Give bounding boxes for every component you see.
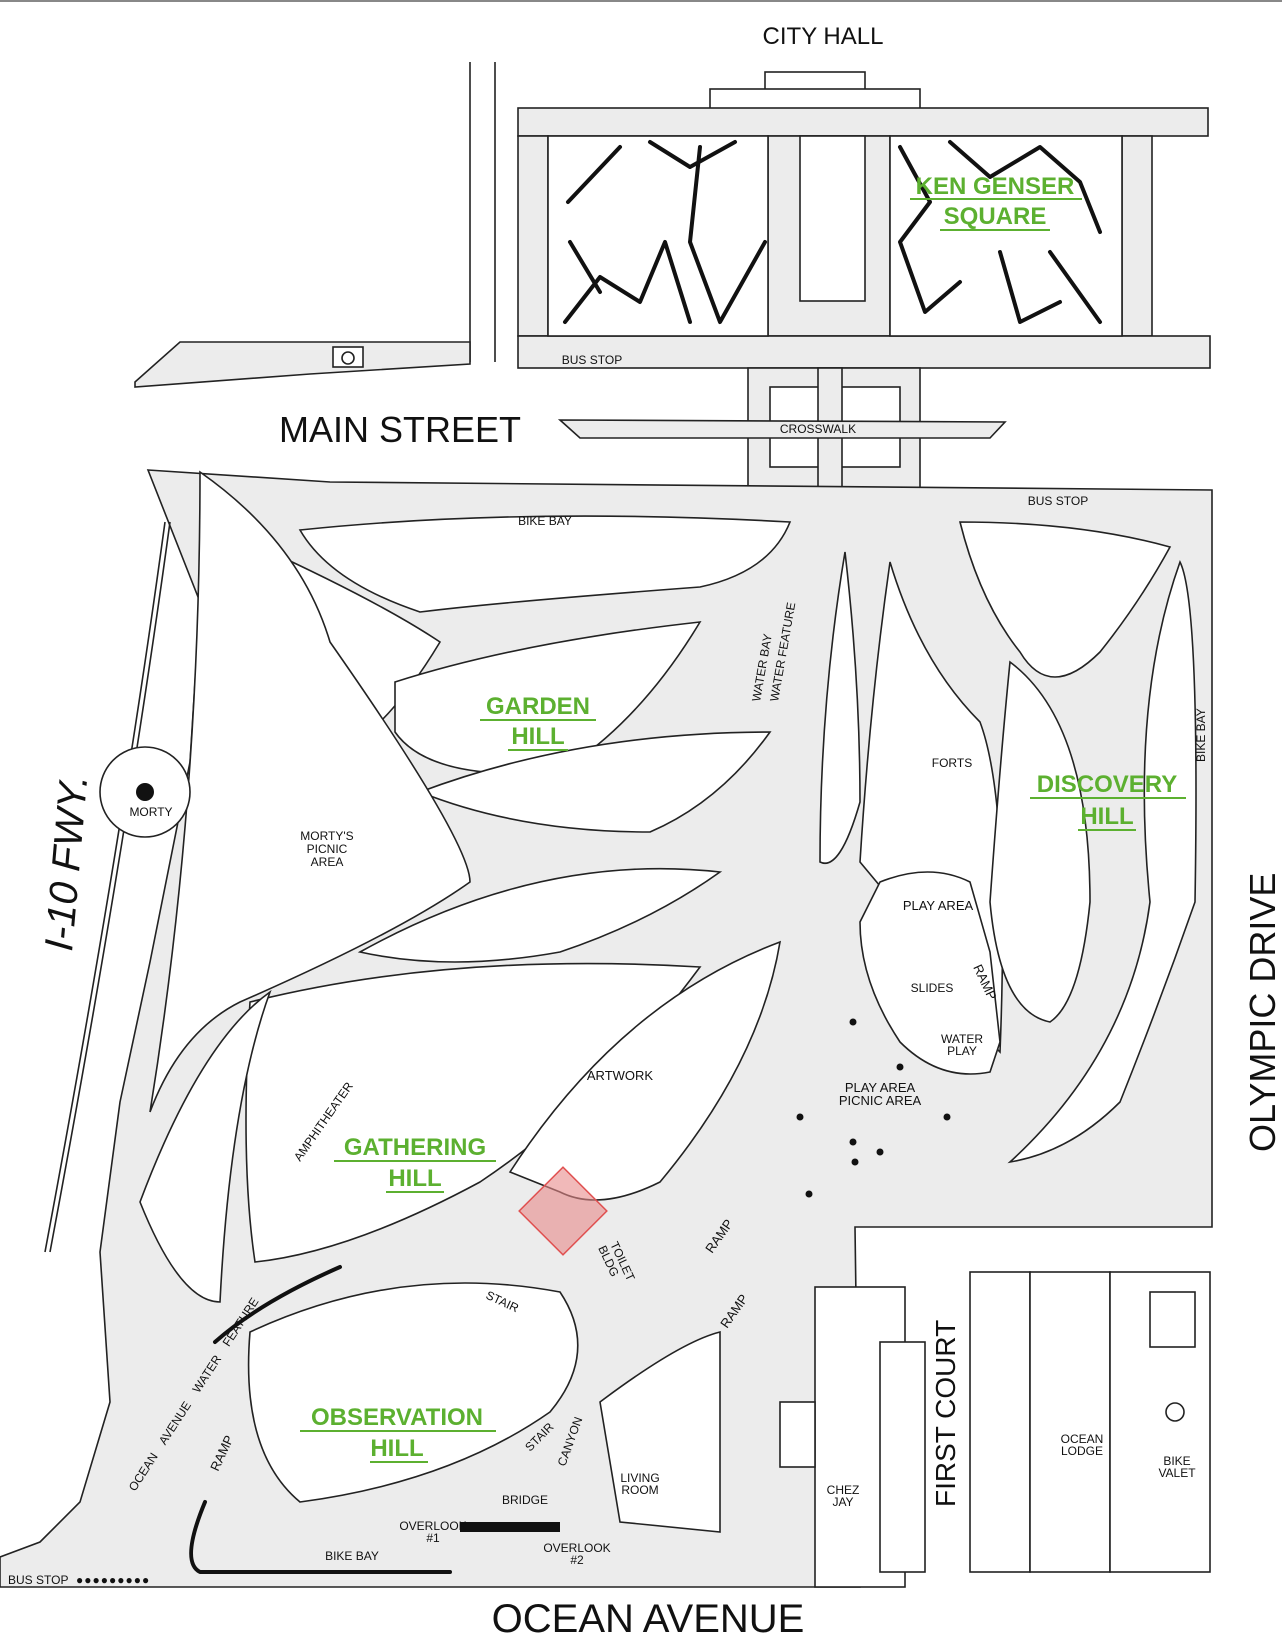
play-area — [859, 871, 1001, 1075]
bike-valet-label-2: VALET — [1158, 1466, 1196, 1480]
crosswalk — [557, 367, 1007, 489]
bike-bay-east-label: BIKE BAY — [1194, 708, 1208, 762]
stair-2-label: STAIR — [522, 1420, 556, 1454]
bike-valet-label-1: BIKE — [1163, 1454, 1190, 1468]
bus-stop-bottom-label: BUS STOP — [8, 1573, 68, 1587]
bus-stop-east-label: BUS STOP — [1028, 494, 1088, 508]
olympic-drive-label: OLYMPIC DRIVE — [1242, 873, 1282, 1152]
observation-hill-label-1[interactable]: OBSERVATION — [311, 1404, 483, 1431]
highlight-marker[interactable] — [518, 1166, 608, 1256]
bike-bay-bottom-label: BIKE BAY — [325, 1549, 379, 1563]
garden-hill-label-2[interactable]: HILL — [511, 723, 564, 750]
bike-bay-label: BIKE BAY — [518, 514, 572, 528]
chez-jay-label-1: CHEZ — [827, 1483, 860, 1497]
play-picnic-label-1: PLAY AREA — [845, 1080, 916, 1095]
ramp-obs-label: RAMP — [207, 1433, 236, 1473]
ocean-lodge-label-1: OCEAN — [1061, 1432, 1104, 1446]
ramp-play-label: RAMP — [970, 962, 999, 1002]
ocean-avenue-label: OCEAN AVENUE — [492, 1597, 805, 1638]
chez-jay-label-2: JAY — [832, 1495, 853, 1509]
crosswalk-label: CROSSWALK — [780, 422, 856, 436]
bus-stop-label: BUS STOP — [562, 353, 622, 367]
morty-label: MORTY — [129, 805, 172, 819]
ramp-1-label: RAMP — [702, 1216, 736, 1255]
city-hall-plaza — [134, 62, 1211, 388]
play-picnic-label-2: PICNIC AREA — [839, 1093, 922, 1108]
overlook-1-number: #1 — [426, 1531, 440, 1545]
mortys-picnic-label-3: AREA — [311, 855, 344, 869]
play-area-label: PLAY AREA — [903, 898, 974, 913]
living-room-label-1: LIVING — [620, 1471, 659, 1485]
garden-hill-label-1[interactable]: GARDEN — [486, 693, 590, 720]
gathering-hill-label-1[interactable]: GATHERING — [344, 1134, 486, 1161]
discovery-hill-label-1[interactable]: DISCOVERY — [1037, 771, 1177, 798]
main-street-label: MAIN STREET — [279, 409, 521, 450]
ramp-2-label: RAMP — [717, 1291, 751, 1330]
city-hall-label: CITY HALL — [763, 23, 884, 50]
slides-label: SLIDES — [911, 981, 954, 995]
overlook-2-number: #2 — [570, 1553, 584, 1567]
overlook-1-label: OVERLOOK — [399, 1519, 466, 1533]
water-play-label-2: PLAY — [947, 1044, 977, 1058]
bridge-label: BRIDGE — [502, 1493, 548, 1507]
buildings — [779, 1271, 1211, 1588]
canyon-label: CANYON — [555, 1415, 586, 1468]
stair-1-label: STAIR — [484, 1288, 521, 1315]
first-court-label: FIRST COURT — [930, 1320, 961, 1507]
ocean-water-feature-label: OCEAN AVENUE WATER FEATURE — [126, 1295, 262, 1494]
observation-hill-label-2[interactable]: HILL — [370, 1435, 423, 1462]
bus-stop-dots: ●●●●●●●●● — [76, 1573, 150, 1587]
ken-genser-label-2[interactable]: SQUARE — [944, 203, 1047, 230]
living-room-label-2: ROOM — [621, 1483, 658, 1497]
ocean-lodge-label-2: LODGE — [1061, 1444, 1103, 1458]
water-play-label-1: WATER — [941, 1032, 983, 1046]
forts-label: FORTS — [932, 756, 972, 770]
mortys-picnic-label-2: PICNIC — [307, 842, 348, 856]
freeway-label: I-10 FWY. — [37, 773, 96, 953]
mortys-picnic-label-1: MORTY'S — [300, 829, 353, 843]
discovery-hill-label-2[interactable]: HILL — [1080, 803, 1133, 830]
artwork-label: ARTWORK — [587, 1068, 654, 1083]
ken-genser-label-1[interactable]: KEN GENSER — [916, 173, 1075, 200]
overlook-2-label: OVERLOOK — [543, 1541, 610, 1555]
gathering-hill-label-2[interactable]: HILL — [388, 1165, 441, 1192]
